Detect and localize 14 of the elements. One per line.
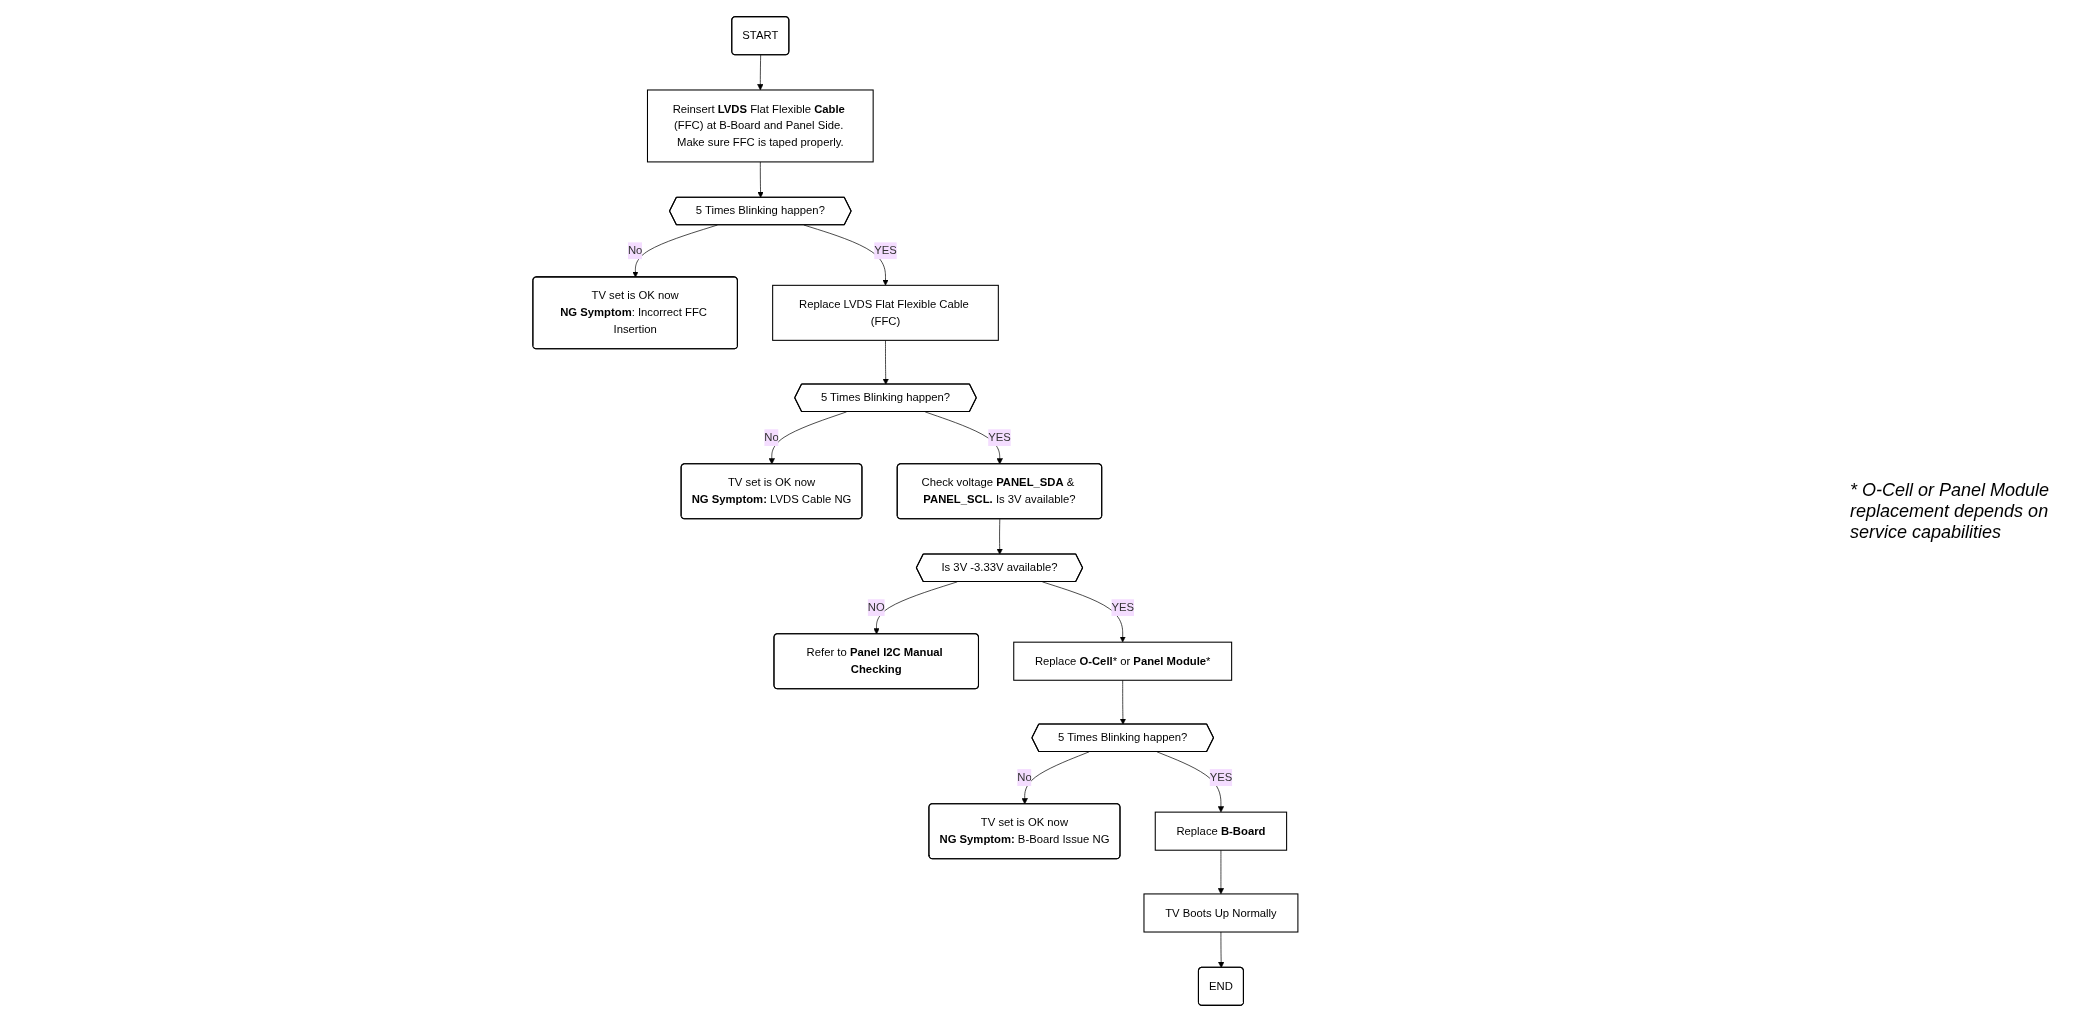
footnote: * O-Cell or Panel Module replacement depends on service capabilities (1850, 479, 2051, 543)
edge-label: No (627, 244, 642, 257)
node-box: Replace B-Board (1154, 811, 1287, 851)
node-box: Replace LVDS Flat Flexible Cable (FFC) (771, 284, 999, 341)
node-box: TV Boots Up Normally (1143, 893, 1299, 933)
edge-label: YES (1209, 771, 1232, 784)
edge-label: NO (867, 601, 885, 614)
edge-label: No (1016, 771, 1032, 784)
edge-label: YES (873, 244, 897, 257)
edge-label: YES (987, 431, 1011, 444)
node-box: Reinsert LVDS Flat Flexible Cable (FFC) at B-Board and Panel Side. Make sure FFC is taped properly. (646, 89, 874, 163)
edge-label: No (763, 431, 779, 444)
edge-label: YES (1111, 601, 1134, 614)
node-box: Replace O-Cell* or Panel Module* (1012, 641, 1232, 681)
